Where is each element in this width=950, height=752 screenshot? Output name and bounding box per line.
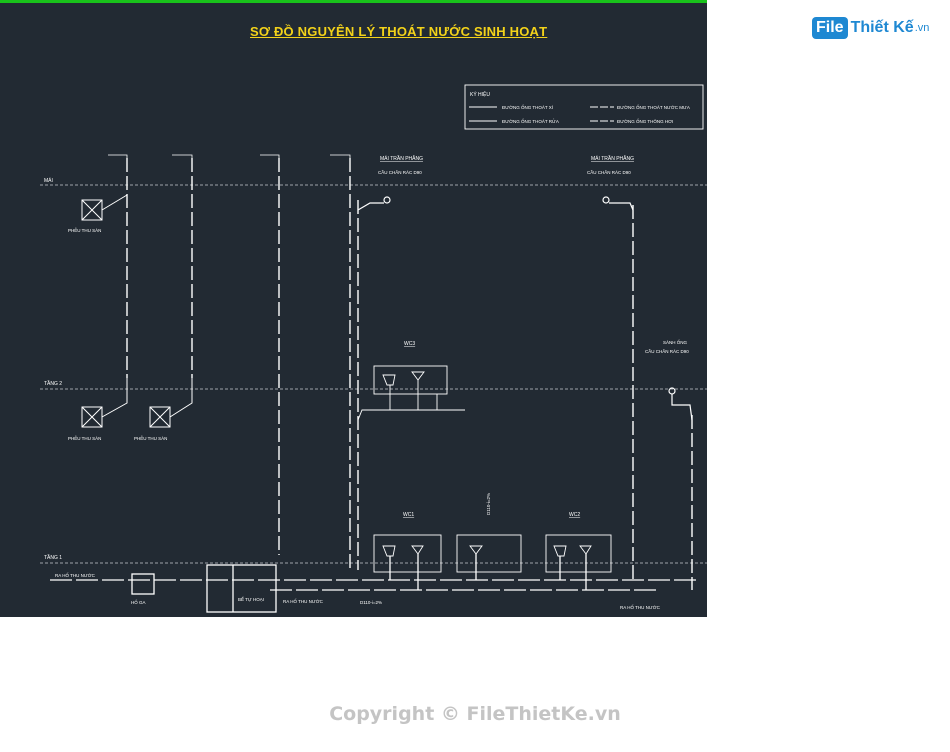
- legend-header: KÝ HIỆU: [470, 90, 490, 98]
- drain-label-2: PHỄU THU SÀN: [68, 435, 101, 441]
- legend-item-4: ĐƯỜNG ỐNG THÔNG HƠI: [617, 118, 673, 124]
- roof-label-1: MÁI TRẦN PHẲNG: [380, 155, 423, 162]
- roof-sublabel-2: CẦU CHẮN RÁC D90: [587, 168, 631, 175]
- roof-drains: [357, 196, 693, 421]
- legend-box: [464, 84, 704, 130]
- bottom-label-2: RA HỐ THU NƯỚC: [283, 598, 324, 604]
- lower-fixtures: [373, 534, 612, 573]
- logo-tld: .vn: [914, 22, 930, 34]
- vertical-note: D110-i=2%: [486, 493, 491, 515]
- level-label-2: TẦNG 2: [44, 380, 62, 387]
- top-accent-bar: [0, 0, 707, 3]
- roof-label-2: MÁI TRẦN PHẲNG: [591, 155, 634, 162]
- bottom-label-1: RA HỐ THU NƯỚC: [55, 572, 96, 578]
- side-label-2: CẦU CHẮN RÁC D90: [645, 347, 689, 354]
- hoga-label: HỐ GA: [131, 599, 146, 605]
- logo-word: Thiết Kế: [850, 19, 914, 36]
- drain-label-1: PHỄU THU SÀN: [68, 227, 101, 233]
- floor-drain-boxes: [81, 194, 193, 428]
- risers: [126, 158, 693, 590]
- drain-label-3: PHỄU THU SÀN: [134, 435, 167, 441]
- level-lines: [40, 184, 707, 564]
- legend-item-3: ĐƯỜNG ỐNG THOÁT RỬA: [502, 118, 559, 124]
- side-label-1: SÀNH ỐNG: [663, 339, 688, 345]
- legend-item-1: ĐƯỜNG ỐNG THOÁT XÍ: [502, 104, 554, 110]
- logo-mark: File: [812, 17, 848, 39]
- bottom-collector: [50, 554, 700, 613]
- level-label-roof: MÁI: [44, 177, 53, 184]
- copyright-text: Copyright © FileThietKe.vn: [329, 703, 621, 725]
- diagram-title: SƠ ĐỒ NGUYÊN LÝ THOÁT NƯỚC SINH HOẠT: [250, 24, 548, 39]
- room-wc2: WC2: [569, 512, 580, 518]
- pipe-label: D110-i=2%: [360, 600, 382, 605]
- roof-sublabel-1: CẦU CHẮN RÁC D90: [378, 168, 422, 175]
- septic-label: BỂ TỰ HOẠI: [238, 596, 264, 602]
- room-wc3: WC3: [404, 341, 415, 347]
- level-label-1: TẦNG 1: [44, 554, 62, 561]
- pipe-schematic: MÁI TẦNG 2 TẦNG 1 KÝ HIỆU ĐƯỜNG ỐNG THOÁ…: [40, 84, 707, 613]
- bottom-label-3: RA HỐ THU NƯỚC: [620, 604, 661, 610]
- vent-caps: [108, 154, 351, 160]
- site-logo[interactable]: File Thiết Kế .vn: [812, 14, 929, 42]
- legend-item-2: ĐƯỜNG ỐNG THOÁT NƯỚC MƯA: [617, 104, 690, 110]
- room-wc1: WC1: [403, 512, 414, 518]
- wc3-box: [357, 365, 465, 421]
- drawing-canvas: SƠ ĐỒ NGUYÊN LÝ THOÁT NƯỚC SINH HOẠT MÁI…: [0, 0, 707, 617]
